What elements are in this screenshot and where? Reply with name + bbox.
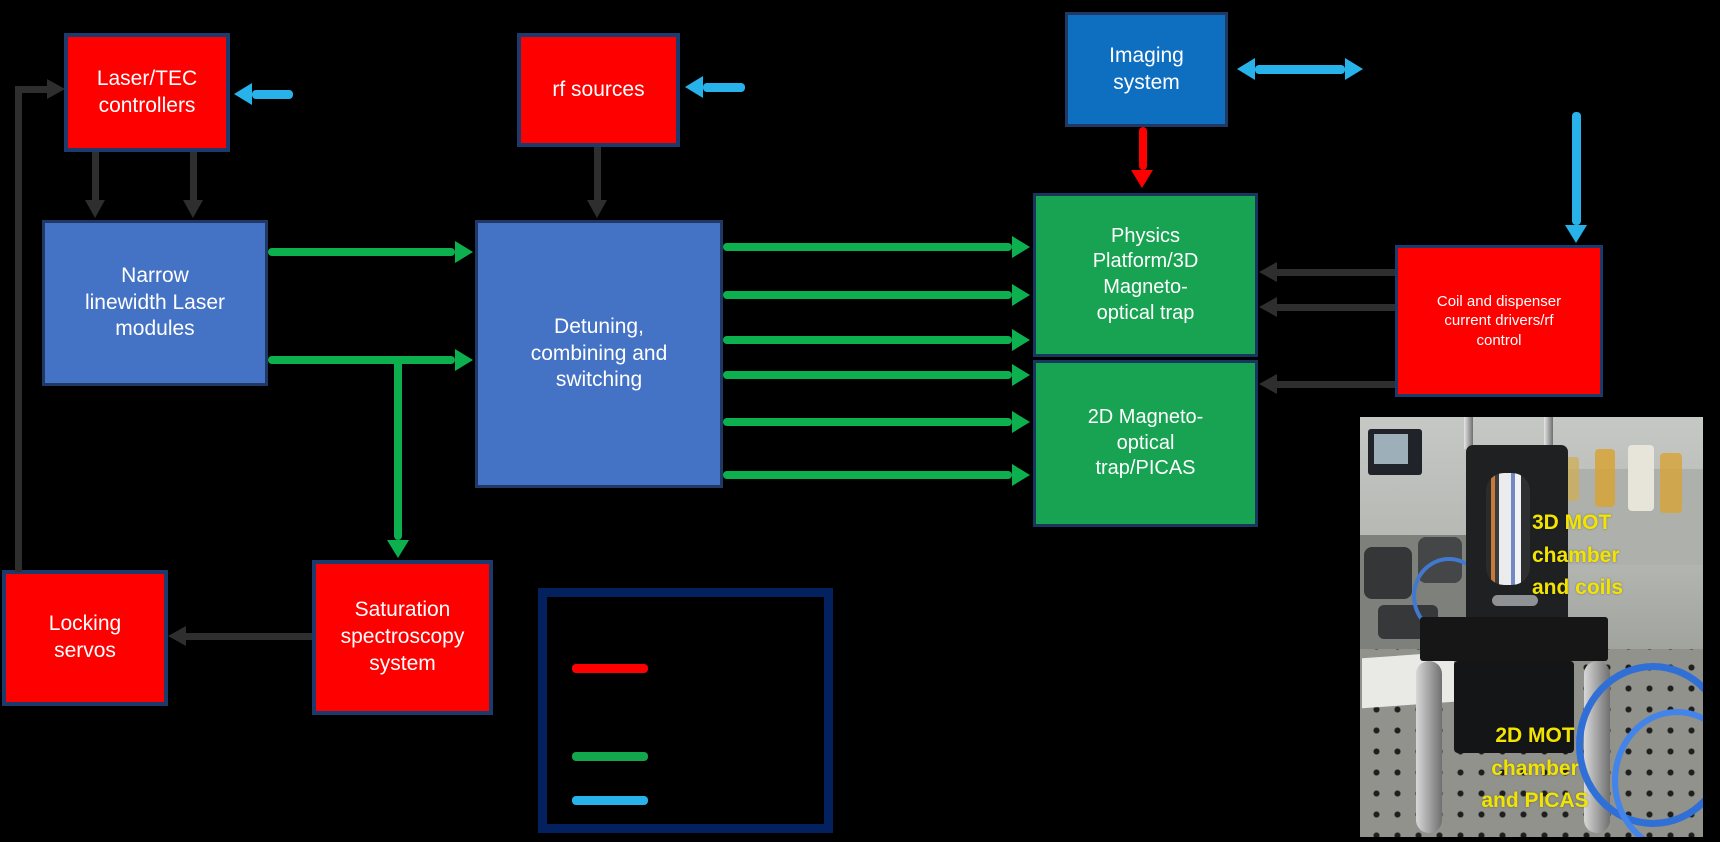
photo-label-3d-mot: 3D MOT chamber and coils (1532, 511, 1624, 600)
photo-equipment-blob (1364, 547, 1412, 599)
photo-rod (1464, 417, 1473, 449)
legend-red-line-icon (572, 664, 648, 673)
photo-monitor-screen (1374, 434, 1408, 464)
photo-fiber-coil (1612, 709, 1703, 837)
legend-box (538, 588, 833, 833)
photo-chamber-nameplate (1492, 595, 1538, 606)
photo-chamber-window (1486, 473, 1530, 585)
photo-mounting-plate (1420, 617, 1608, 661)
photo-taped-item (1660, 453, 1682, 513)
photo-post (1416, 661, 1442, 833)
lab-photo: 3D MOT chamber and coils 2D MOT chamber … (1360, 417, 1703, 837)
box-label: Physics Platform/3D Magneto- optical tra… (1092, 224, 1199, 324)
box-label: Coil and dispenser current drivers/rf co… (1436, 293, 1562, 349)
box-rf-sources: rf sources (517, 33, 680, 147)
box-locking-servos: Locking servos (2, 570, 168, 706)
legend-green-line-icon (572, 752, 648, 761)
box-label: Laser/TEC controllers (96, 66, 198, 117)
box-label: Saturation spectroscopy system (340, 598, 465, 675)
box-label: Narrow linewidth Laser modules (84, 263, 226, 341)
photo-taped-item (1565, 457, 1579, 501)
photo-taped-item (1595, 449, 1615, 507)
box-narrow-linewidth-laser-modules: Narrow linewidth Laser modules (42, 220, 268, 386)
legend-blue-line-icon (572, 796, 648, 805)
box-saturation-spectroscopy: Saturation spectroscopy system (312, 560, 493, 715)
box-detuning-combining-switching: Detuning, combining and switching (475, 220, 723, 488)
photo-rod (1544, 417, 1553, 449)
box-laser-tec-controllers: Laser/TEC controllers (64, 33, 230, 152)
box-label: Imaging system (1109, 43, 1184, 94)
box-physics-platform-3d-mot: Physics Platform/3D Magneto- optical tra… (1033, 193, 1258, 357)
box-label: Detuning, combining and switching (530, 314, 668, 392)
box-coil-dispenser-drivers: Coil and dispenser current drivers/rf co… (1395, 245, 1603, 397)
box-label: 2D Magneto- optical trap/PICAS (1087, 406, 1204, 480)
photo-taped-item (1628, 445, 1654, 511)
photo-2d-mot-chamber (1454, 661, 1574, 753)
photo-label-2d-mot: 2D MOT chamber and PICAS (1481, 724, 1589, 813)
box-label: Locking servos (48, 612, 122, 662)
box-imaging-system: Imaging system (1065, 12, 1228, 127)
box-2d-mot-picas: 2D Magneto- optical trap/PICAS (1033, 360, 1258, 527)
box-label: rf sources (552, 77, 645, 101)
